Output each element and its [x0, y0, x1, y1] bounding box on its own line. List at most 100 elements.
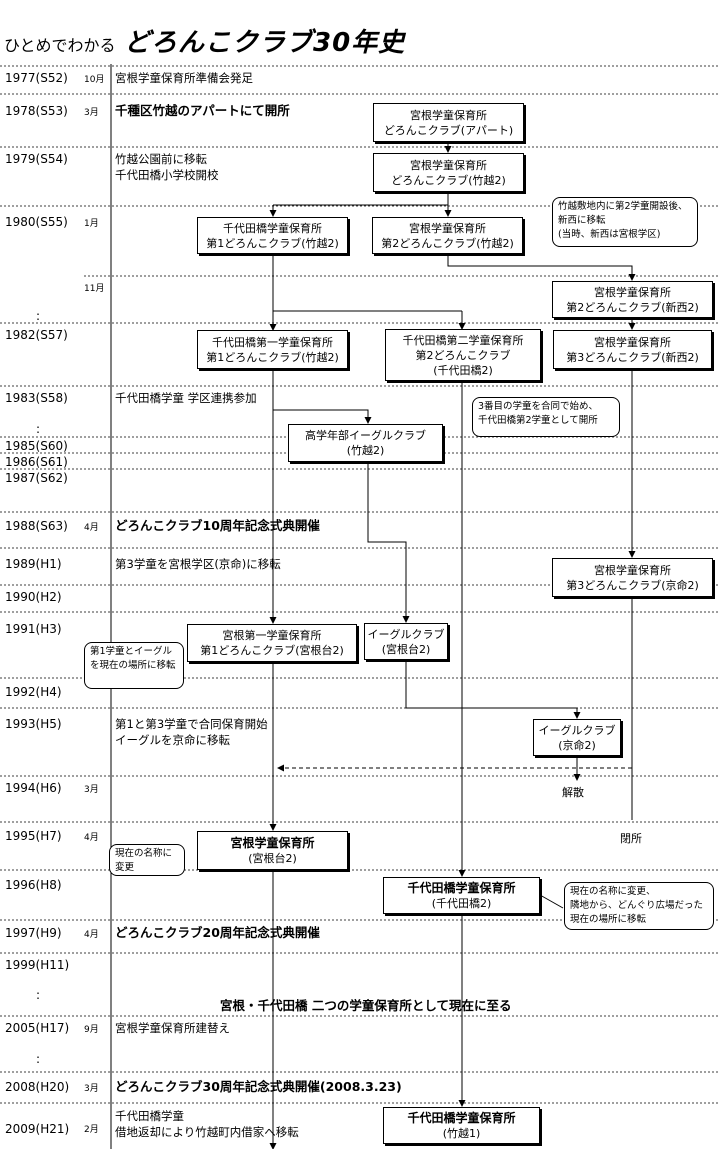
box-line: 第3どろんこクラブ(京命2): [566, 578, 699, 592]
box-eagle-takekoshi: 高学年部イーグルクラブ (竹越2): [288, 424, 443, 462]
event-text: 第3学童を宮根学区(京命)に移転: [115, 557, 281, 571]
box-miyane-2-takekoshi: 宮根学童保育所 第2どろんこクラブ(竹越2): [372, 217, 523, 254]
box-line: 第1どろんこクラブ(竹越2): [206, 350, 339, 364]
month-label: 4月: [84, 930, 99, 940]
event-text: どろんこクラブ10周年記念式典開催: [115, 518, 320, 533]
box-line: 第2どろんこクラブ(新西2): [566, 300, 699, 314]
month-label: 4月: [84, 523, 99, 533]
box-line: (宮根台2): [248, 851, 297, 865]
note-callout: 竹越敷地内に第2学童開設後、新西に移転 (当時、新西は宮根学区): [552, 197, 698, 247]
year-label: 1987(S62): [5, 471, 68, 485]
header-title: どろんこクラブ30年史: [124, 28, 406, 58]
year-label: 1999(H11): [5, 958, 70, 972]
year-label: 2005(H17): [5, 1021, 70, 1035]
box-line: (千代田橋2): [431, 896, 492, 910]
year-label: 1977(S52): [5, 71, 68, 85]
box-line: 第3どろんこクラブ(新西2): [566, 350, 699, 364]
box-line: 千代田橋第一学童保育所: [212, 335, 333, 349]
ellipsis: :: [36, 1052, 41, 1066]
dissolve-label: 解散: [562, 786, 584, 799]
box-chiyodabashi-second: 千代田橋第二学童保育所 第2どろんこクラブ (千代田橋2): [385, 329, 541, 381]
year-label: 1991(H3): [5, 622, 62, 636]
event-text: 千代田橋学童 学区連携参加: [115, 391, 257, 405]
box-line: (宮根台2): [381, 642, 431, 656]
note-callout: 3番目の学童を合同で始め、 千代田橋第2学童として開所: [472, 397, 620, 437]
ellipsis: :: [36, 422, 41, 436]
box-miyane-3-shinnishi: 宮根学童保育所 第3どろんこクラブ(新西2): [553, 330, 712, 369]
box-line: イーグルクラブ: [367, 627, 445, 641]
month-label: 11月: [84, 284, 105, 294]
box-line: 宮根学童保育所: [594, 563, 671, 577]
event-text: 第1と第3学童で合同保育開始 イーグルを京命に移転: [115, 717, 268, 747]
box-line: 第2どろんこクラブ(竹越2): [381, 236, 514, 250]
box-chiyodabashi-1: 千代田橋学童保育所 第1どろんこクラブ(竹越2): [197, 217, 348, 254]
month-label: 2月: [84, 1125, 99, 1135]
year-label: 1997(H9): [5, 926, 62, 940]
year-label: 1979(S54): [5, 152, 68, 166]
box-line: 宮根学童保育所: [594, 335, 671, 349]
year-label: 1989(H1): [5, 557, 62, 571]
box-line: イーグルクラブ: [538, 723, 616, 737]
month-label: 9月: [84, 1025, 99, 1035]
box-chiyodabashi-first: 千代田橋第一学童保育所 第1どろんこクラブ(竹越2): [197, 330, 348, 369]
event-text: どろんこクラブ20周年記念式典開催: [115, 925, 320, 940]
year-label: 1990(H2): [5, 590, 62, 604]
box-line: 第1どろんこクラブ(竹越2): [206, 236, 339, 250]
box-line: (千代田橋2): [433, 363, 493, 377]
box-miyane-first-miyanedai: 宮根第一学童保育所 第1どろんこクラブ(宮根台2): [187, 624, 357, 662]
box-miyane-2-shinnishi: 宮根学童保育所 第2どろんこクラブ(新西2): [552, 281, 713, 318]
close-label: 閉所: [620, 832, 642, 845]
year-label: 1980(S55): [5, 215, 68, 229]
box-line: 宮根学童保育所: [410, 158, 487, 172]
box-line: 宮根第一学童保育所: [222, 629, 322, 642]
box-line: どろんこクラブ(アパート): [383, 123, 514, 137]
box-line: 宮根学童保育所: [230, 835, 315, 850]
box-miyane-takekoshi: 宮根学童保育所 どろんこクラブ(竹越2): [373, 153, 524, 192]
month-label: 4月: [84, 833, 99, 843]
box-eagle-kyomei: イーグルクラブ (京命2): [533, 719, 621, 756]
event-text: 千種区竹越のアパートにて開所: [115, 103, 290, 118]
year-label: 1988(S63): [5, 519, 68, 533]
year-label: 1992(H4): [5, 685, 62, 699]
year-label: 1996(H8): [5, 878, 62, 892]
year-label: 2009(H21): [5, 1122, 70, 1136]
box-line: (竹越1): [442, 1126, 481, 1140]
box-miyane-current: 宮根学童保育所 (宮根台2): [197, 831, 348, 870]
year-label: 2008(H20): [5, 1080, 70, 1094]
box-line: 宮根学童保育所: [410, 108, 487, 122]
year-label: 1982(S57): [5, 328, 68, 342]
box-chiyodabashi-takekoshi1: 千代田橋学童保育所 (竹越1): [383, 1107, 540, 1144]
event-text: 宮根学童保育所建替え: [115, 1021, 230, 1035]
event-text: どろんこクラブ30周年記念式典開催(2008.3.23): [115, 1079, 402, 1094]
month-label: 1月: [84, 219, 99, 229]
box-line: (竹越2): [346, 444, 385, 457]
box-line: 宮根学童保育所: [594, 285, 671, 299]
year-label: 1995(H7): [5, 829, 62, 843]
box-line: どろんこクラブ(竹越2): [391, 173, 506, 187]
ellipsis: :: [36, 309, 41, 323]
year-label: 1978(S53): [5, 104, 68, 118]
month-label: 3月: [84, 785, 99, 795]
month-label: 3月: [84, 1084, 99, 1094]
box-line: (京命2): [558, 738, 596, 752]
month-label: 3月: [84, 108, 99, 118]
note-callout: 現在の名称に変更、 隣地から、どんぐり広場だった現在の場所に移転: [564, 882, 714, 930]
year-label: 1986(S61): [5, 455, 68, 469]
event-text: 宮根学童保育所準備会発足: [115, 71, 253, 85]
year-label: 1993(H5): [5, 717, 62, 731]
box-line: 千代田橋学童保育所: [407, 880, 516, 895]
box-miyane-apartment: 宮根学童保育所 どろんこクラブ(アパート): [373, 103, 524, 142]
event-text: 竹越公園前に移転 千代田橋小学校開校: [115, 152, 219, 182]
box-eagle-miyanedai: イーグルクラブ (宮根台2): [364, 623, 448, 660]
year-label: 1994(H6): [5, 781, 62, 795]
box-line: 宮根学童保育所: [409, 221, 486, 235]
month-label: 10月: [84, 75, 105, 85]
header-subtitle: ひとめでわかる: [4, 36, 116, 55]
box-line: 千代田橋学童保育所: [223, 221, 322, 235]
box-line: 千代田橋学童保育所: [407, 1110, 516, 1125]
box-line: 第1どろんこクラブ(宮根台2): [200, 644, 344, 657]
present-banner: 宮根・千代田橋 二つの学童保育所として現在に至る: [220, 998, 512, 1013]
box-line: 千代田橋第二学童保育所: [402, 333, 524, 347]
box-line: 高学年部イーグルクラブ: [305, 429, 426, 442]
